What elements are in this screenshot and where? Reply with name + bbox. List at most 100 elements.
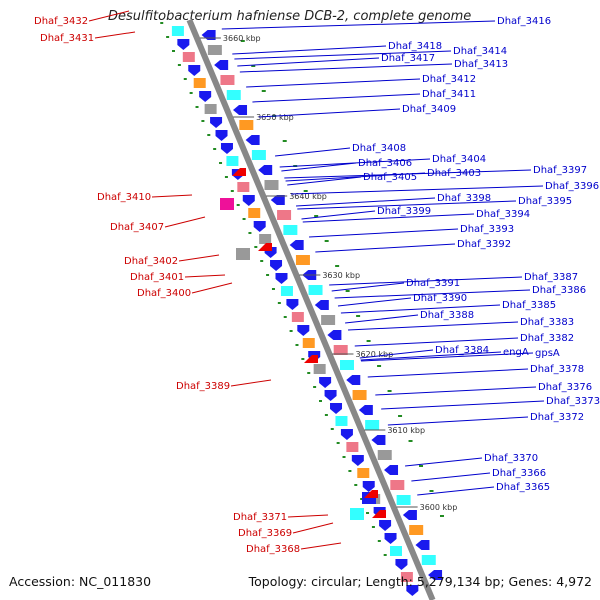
left-callout-line: [88, 10, 130, 22]
tick-dot: [324, 240, 329, 242]
cds-arrow: [275, 273, 288, 284]
cds-box: [377, 450, 392, 460]
right-callout-line: [239, 63, 453, 73]
right-gene-label: Dhaf_3392: [457, 239, 511, 250]
topology-text: Topology: circular; Length: 5,279,134 bp…: [248, 574, 592, 589]
cds-arrow: [188, 65, 201, 76]
cds-box: [220, 75, 235, 85]
tick-dot: [345, 290, 350, 292]
right-gene-label: gpsA: [535, 348, 560, 359]
right-gene-label: Dhaf_3396: [545, 181, 599, 192]
gc-dot: [230, 190, 234, 192]
right-callout-line: [367, 368, 529, 378]
gc-dot: [183, 78, 187, 80]
right-gene-label: Dhaf_3418: [388, 41, 442, 52]
cds-box: [321, 315, 336, 325]
right-callout-line: [290, 185, 544, 195]
right-gene-label: Dhaf_3366: [492, 468, 546, 479]
cds-box: [207, 45, 222, 55]
cds-arrow: [406, 585, 419, 596]
gc-dot: [242, 218, 246, 220]
right-callout-line: [287, 176, 362, 186]
cds-arrow: [258, 165, 273, 175]
right-callout-line: [237, 57, 380, 67]
cds-arrow: [351, 455, 364, 466]
right-callout-line: [334, 289, 531, 299]
right-gene-label: Dhaf_3391: [406, 278, 460, 289]
right-callout-line: [301, 210, 376, 220]
right-callout-line: [252, 93, 421, 103]
right-callout-line: [329, 276, 523, 286]
red-arrow: [372, 510, 386, 518]
cds-arrow: [330, 403, 343, 414]
cds-box: [248, 208, 261, 218]
cds-box: [226, 156, 239, 166]
right-gene-label: Dhaf_3390: [413, 293, 467, 304]
gc-dot: [295, 344, 299, 346]
right-gene-label: Dhaf_3411: [422, 89, 476, 100]
gc-dot: [319, 400, 322, 402]
left-callout-line: [184, 274, 226, 278]
cds-arrow: [199, 91, 212, 102]
right-callout-line: [279, 158, 431, 168]
left-gene-label: Dhaf_3371: [233, 512, 287, 523]
gc-dot: [189, 92, 193, 94]
cds-box: [226, 90, 241, 100]
left-gene-label: Dhaf_3410: [97, 192, 151, 203]
right-gene-label: Dhaf_3388: [420, 310, 474, 321]
cds-box: [236, 248, 250, 260]
cds-arrow: [210, 117, 223, 128]
tick-dot: [439, 515, 444, 517]
right-callout-line: [302, 213, 475, 223]
cds-box: [204, 104, 217, 114]
right-callout-line: [284, 169, 532, 179]
tick-label: 3610 kbp: [387, 426, 425, 435]
left-callout-line: [292, 522, 334, 534]
cds-box: [352, 390, 367, 400]
cds-arrow: [327, 330, 342, 340]
cds-box: [302, 338, 315, 348]
right-callout-line: [345, 314, 419, 324]
tick-dot: [398, 415, 403, 417]
right-callout-line: [232, 45, 387, 55]
gc-dot: [336, 442, 340, 444]
right-gene-label: Dhaf_3384: [435, 345, 489, 356]
right-callout-line: [337, 297, 412, 307]
left-callout-line: [164, 216, 206, 228]
gc-dot: [195, 106, 199, 108]
left-callout-line: [300, 542, 342, 550]
gc-dot: [160, 22, 164, 24]
cds-box: [291, 312, 304, 322]
cds-box: [308, 285, 323, 295]
cds-box: [193, 78, 206, 88]
gc-dot: [277, 302, 281, 304]
right-callout-line: [281, 162, 357, 172]
right-gene-label: Dhaf_3403: [427, 168, 481, 179]
gc-dot: [172, 50, 175, 52]
left-gene-label: Dhaf_3368: [246, 544, 300, 555]
tick-dot: [240, 40, 245, 42]
right-gene-label: Dhaf_3383: [520, 317, 574, 328]
gc-dot: [324, 414, 328, 416]
cds-arrow: [177, 39, 190, 50]
left-callout-line: [94, 31, 136, 39]
tick-label: 3600 kbp: [420, 503, 458, 512]
right-gene-label: Dhaf_3417: [381, 53, 435, 64]
right-gene-label: Dhaf_3372: [530, 412, 584, 423]
cds-arrow: [402, 510, 417, 520]
cds-arrow: [358, 405, 373, 415]
cds-arrow: [384, 533, 397, 544]
right-callout-line: [411, 472, 491, 482]
cds-box: [333, 345, 348, 355]
right-callout-line: [221, 20, 496, 30]
right-gene-label: Dhaf_3413: [454, 59, 508, 70]
cds-box: [357, 468, 370, 478]
cds-arrow: [395, 559, 408, 570]
red-arrow: [304, 355, 318, 363]
tick-dot: [303, 190, 308, 192]
cds-box: [421, 555, 436, 565]
right-gene-label: Dhaf_3378: [530, 364, 584, 375]
right-gene-label: Dhaf_3365: [496, 482, 550, 493]
right-gene-label: Dhaf_3385: [502, 300, 556, 311]
